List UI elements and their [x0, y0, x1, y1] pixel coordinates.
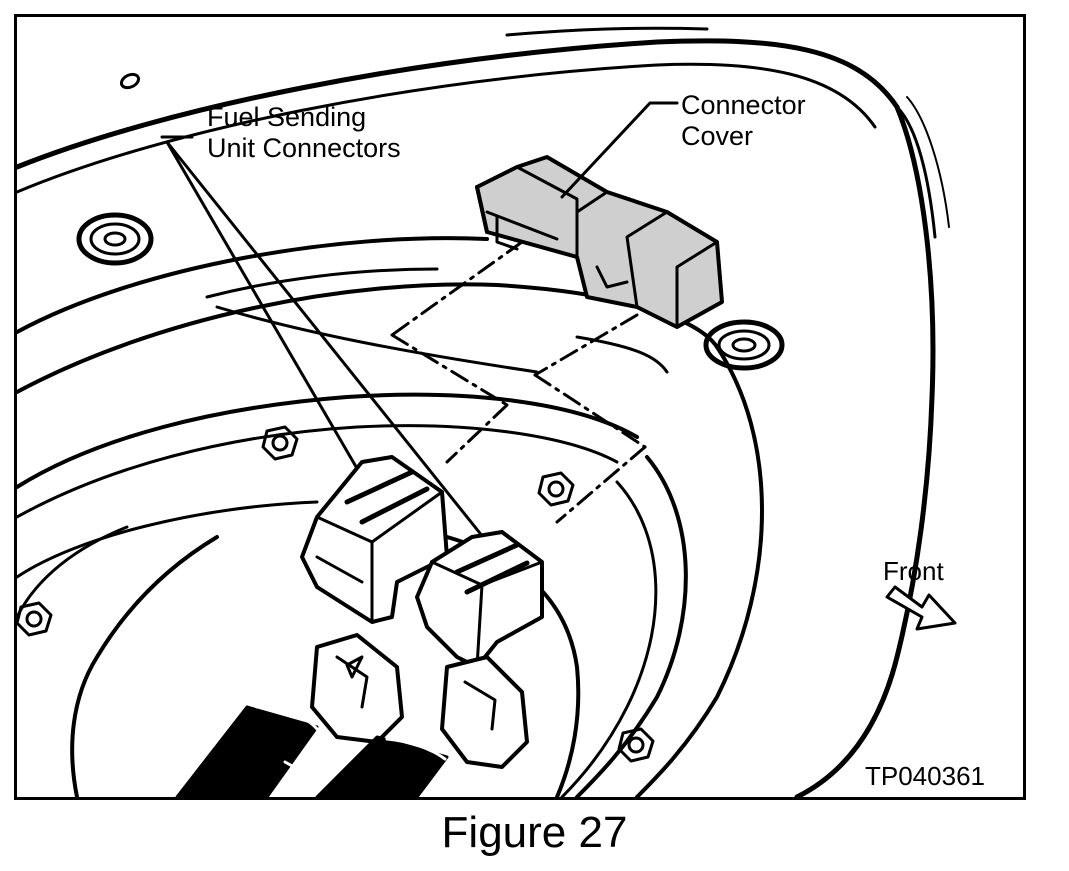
bolt-bottom-right: [617, 727, 655, 763]
label-fuel-sending-line2: Unit Connectors: [207, 133, 401, 163]
connector-cover: [475, 155, 724, 329]
fuel-line-connector-2: [440, 655, 529, 769]
tank-outer-edge: [17, 26, 950, 797]
mount-hole-small: [119, 72, 141, 90]
fuel-hoses: [175, 705, 449, 797]
grommet-left: [76, 212, 154, 266]
fuel-tank-illustration: [17, 26, 957, 797]
bolt-left: [17, 601, 53, 637]
front-arrow-icon: [885, 585, 957, 631]
label-connector-cover-line2: Cover: [681, 121, 754, 151]
figure-frame: Fuel Sending Unit Connectors Connector C…: [14, 14, 1026, 800]
label-fuel-sending-line1: Fuel Sending: [207, 102, 367, 132]
bolt-center: [537, 471, 575, 507]
figure-caption: Figure 27: [441, 808, 628, 857]
bolt-top-left: [261, 425, 299, 461]
label-front: Front: [883, 556, 944, 586]
alignment-lines: [390, 240, 647, 524]
fuel-line-connector-1: [310, 633, 404, 744]
sending-connector-1: [300, 455, 449, 624]
grommet-right: [703, 319, 785, 371]
leader-fuel-sending: [160, 135, 497, 554]
leader-connector-cover: [560, 101, 679, 199]
figure-code: TP040361: [865, 761, 985, 791]
label-connector-cover-line1: Connector: [681, 90, 806, 120]
